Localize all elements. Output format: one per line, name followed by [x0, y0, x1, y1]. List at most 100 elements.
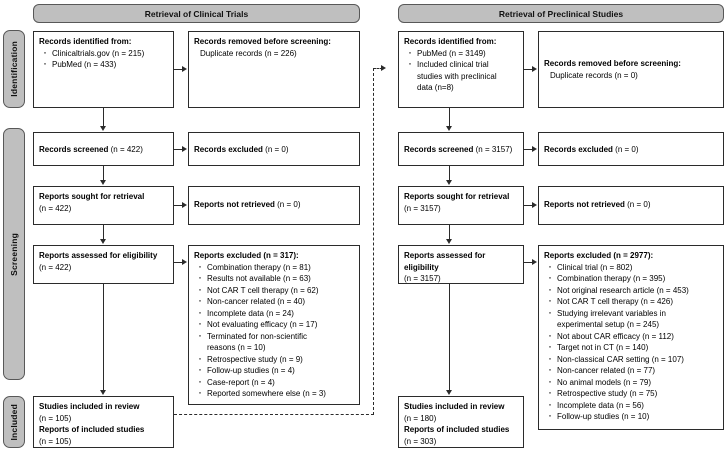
connector-assessed-to-excluded-clinical [174, 262, 183, 263]
box-reports-not-retrieved-clinical: Reports not retrieved (n = 0) [188, 186, 360, 225]
box-count: (n = 3157) [404, 203, 441, 213]
included-line-2: (n = 180) [404, 413, 437, 423]
arrow-sought-to-notretrieved-clinical [182, 201, 187, 208]
list-item: Results not available (n = 63) [194, 272, 354, 285]
identified-list-preclinical: PubMed (n = 3149) Included clinical tria… [404, 47, 518, 94]
box-reports-excluded-preclinical: Reports excluded (n = 2977): Clinical tr… [538, 245, 724, 430]
arrow-dashed-to-preclinical-identified [381, 64, 386, 71]
list-item: Not evaluating efficacy (n = 17) [194, 318, 354, 331]
box-title: Records screened [404, 145, 474, 154]
box-title: Reports sought for retrieval [39, 192, 145, 201]
box-reports-assessed-preclinical: Reports assessed for eligibility (n = 31… [398, 245, 524, 284]
arrow-identified-to-removed-clinical [182, 65, 187, 72]
included-line-4: (n = 303) [404, 436, 437, 446]
list-item: Not original research article (n = 453) [544, 284, 718, 297]
box-studies-included-clinical: Studies included in review (n = 105) Rep… [33, 396, 174, 448]
list-item: Non-cancer related (n = 40) [194, 295, 354, 308]
list-item: Incomplete data (n = 24) [194, 307, 354, 320]
included-line-4: (n = 105) [39, 436, 72, 446]
box-title: Reports sought for retrieval [404, 192, 510, 201]
connector-identified-to-removed-preclinical [524, 69, 533, 70]
arrow-identified-to-screened-clinical [99, 126, 106, 131]
connector-identified-to-screened-clinical [103, 108, 104, 128]
box-count: (n = 422) [39, 203, 72, 213]
connector-screened-to-excluded-clinical [174, 149, 183, 150]
excluded-list-preclinical: Clinical trial (n = 802) Combination the… [544, 261, 718, 423]
column-header-preclinical: Retrieval of Preclinical Studies [398, 4, 724, 23]
box-records-screened-preclinical: Records screened (n = 3157) [398, 132, 524, 166]
list-item: Studying irrelevant variables in [544, 307, 718, 320]
list-item: Clinicaltrials.gov (n = 215) [39, 47, 168, 60]
connector-identified-to-screened-preclinical [449, 108, 450, 128]
arrow-assessed-to-included-preclinical [445, 390, 452, 395]
included-line-2: (n = 105) [39, 413, 72, 423]
list-item: Not CAR T cell therapy (n = 426) [544, 295, 718, 308]
connector-sought-to-notretrieved-clinical [174, 205, 183, 206]
list-item: Incomplete data (n = 56) [544, 399, 718, 412]
box-title: Records excluded [544, 145, 613, 154]
arrow-screened-to-excluded-preclinical [532, 145, 537, 152]
box-records-identified-preclinical: Records identified from: PubMed (n = 314… [398, 31, 524, 108]
arrow-sought-to-notretrieved-preclinical [532, 201, 537, 208]
included-line-1: Studies included in review [404, 402, 505, 411]
box-count: (n = 422) [110, 145, 143, 154]
box-records-removed-preclinical: Records removed before screening: Duplic… [538, 31, 724, 108]
list-item: No animal models (n = 79) [544, 376, 718, 389]
box-title: Records screened [39, 145, 109, 154]
stage-label-included-text: Included [9, 403, 19, 441]
box-reports-assessed-clinical: Reports assessed for eligibility (n = 42… [33, 245, 174, 284]
list-item: Combination therapy (n = 395) [544, 272, 718, 285]
list-item-continuation: data (n=8) [417, 83, 454, 92]
connector-screened-to-sought-preclinical [449, 166, 450, 182]
box-title: Reports not retrieved [194, 200, 275, 209]
excluded-list-clinical: Combination therapy (n = 81) Results not… [194, 261, 354, 400]
dashed-connector-horizontal-top [373, 68, 383, 69]
arrow-sought-to-assessed-clinical [99, 239, 106, 244]
list-item: Reported somewhere else (n = 3) [194, 387, 354, 400]
stage-label-screening: Screening [3, 128, 25, 380]
connector-screened-to-sought-clinical [103, 166, 104, 182]
box-count: (n = 0) [627, 200, 651, 209]
box-reports-sought-clinical: Reports sought for retrieval (n = 422) [33, 186, 174, 225]
box-title: Records removed before screening: [544, 59, 681, 68]
list-item: Retrospective study (n = 75) [544, 387, 718, 400]
removed-item: Duplicate records (n = 226) [200, 48, 297, 58]
box-count: (n = 3157) [475, 145, 513, 154]
box-count: (n = 0) [615, 145, 639, 154]
box-title: Records excluded [194, 145, 263, 154]
stage-label-screening-text: Screening [9, 232, 19, 276]
arrow-assessed-to-included-clinical [99, 390, 106, 395]
column-header-clinical: Retrieval of Clinical Trials [33, 4, 360, 23]
dashed-connector-vertical [373, 68, 374, 415]
arrow-assessed-to-excluded-clinical [182, 258, 187, 265]
column-header-clinical-text: Retrieval of Clinical Trials [144, 8, 249, 19]
dashed-connector-horizontal-bottom [174, 414, 374, 415]
box-records-removed-clinical: Records removed before screening: Duplic… [188, 31, 360, 108]
connector-sought-to-notretrieved-preclinical [524, 205, 533, 206]
box-title: Reports assessed for eligibility [39, 251, 158, 260]
arrow-identified-to-removed-preclinical [532, 65, 537, 72]
list-item: Not CAR T cell therapy (n = 62) [194, 284, 354, 297]
arrow-screened-to-sought-preclinical [445, 180, 452, 185]
list-item: Follow-up studies (n = 10) [544, 410, 718, 423]
box-count: (n = 3157) [404, 274, 441, 283]
stage-label-included: Included [3, 396, 25, 448]
included-line-3: Reports of included studies [39, 425, 145, 434]
list-item: Clinical trial (n = 802) [544, 261, 718, 274]
box-title: Records removed before screening: [194, 37, 331, 46]
list-item: PubMed (n = 3149) [404, 47, 518, 60]
included-line-3: Reports of included studies [404, 425, 510, 434]
removed-item: Duplicate records (n = 0) [550, 70, 638, 80]
list-item-continuation: studies with preclinical [417, 71, 497, 81]
list-item-continuation: experimental setup (n = 245) [557, 320, 660, 329]
arrow-screened-to-excluded-clinical [182, 145, 187, 152]
box-records-screened-clinical: Records screened (n = 422) [33, 132, 174, 166]
connector-identified-to-removed-clinical [174, 69, 183, 70]
arrow-sought-to-assessed-preclinical [445, 239, 452, 244]
arrow-screened-to-sought-clinical [99, 180, 106, 185]
list-item: Follow-up studies (n = 4) [194, 364, 354, 377]
column-header-preclinical-text: Retrieval of Preclinical Studies [498, 8, 624, 19]
connector-sought-to-assessed-clinical [103, 225, 104, 241]
list-item: Not about CAR efficacy (n = 112) [544, 330, 718, 343]
box-records-excluded-clinical: Records excluded (n = 0) [188, 132, 360, 166]
